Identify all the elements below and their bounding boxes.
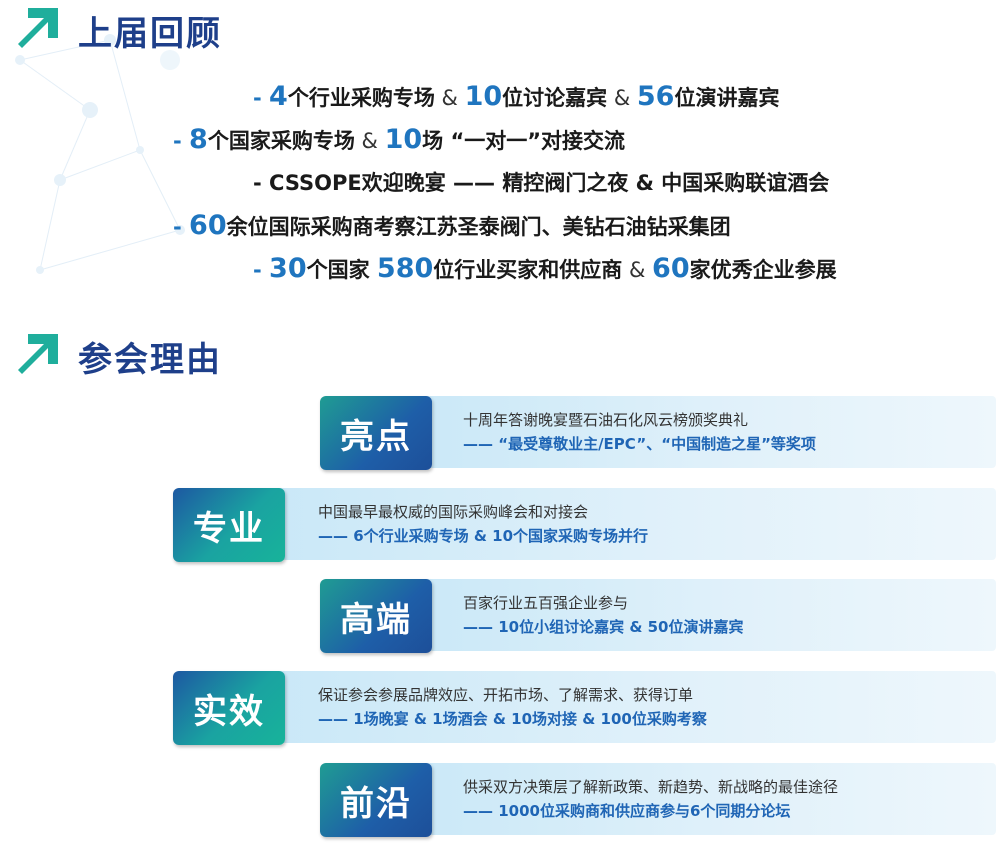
reason-text-professional: 中国最早最权威的国际采购峰会和对接会 —— 6个行业采购专场 & 10个国家采购… [318,500,648,548]
arrow-up-right-icon [18,334,58,374]
review-line-4: - 60余位国际采购商考察江苏圣泰阀门、美钻石油钻采集团 [173,211,731,242]
reason-text-effective: 保证参会参展品牌效应、开拓市场、了解需求、获得订单 —— 1场晚宴 & 1场酒会… [318,683,707,731]
reason-detail: —— 10位小组讨论嘉宾 & 50位演讲嘉宾 [463,618,744,636]
stat-number: 56 [636,81,675,112]
reason-bar-highlight [370,396,996,468]
ampersand: & [607,86,637,110]
reason-bar-highend [370,579,996,651]
background-network-decoration [15,34,185,274]
stat-number: 30 [269,253,307,284]
reason-description: 百家行业五百强企业参与 [463,594,629,612]
reason-detail: —— 6个行业采购专场 & 10个国家采购专场并行 [318,527,649,545]
stat-text: 位演讲嘉宾 [674,86,780,110]
reason-text-highlight: 十周年答谢晚宴暨石油石化风云榜颁奖典礼 —— “最受尊敬业主/EPC”、“中国制… [463,408,816,456]
stat-number: 60 [189,210,227,241]
arrow-up-right-icon [18,8,58,48]
stat-number: 4 [269,81,288,112]
reason-text-frontier: 供采双方决策层了解新政策、新趋势、新战略的最佳途径 —— 1000位采购商和供应… [463,775,838,823]
reason-detail: —— 1场晚宴 & 1场酒会 & 10场对接 & 100位采购考察 [318,710,707,728]
section-title-reasons: 参会理由 [78,340,222,380]
review-line-1: - 4个行业采购专场 & 10位讨论嘉宾 & 56位演讲嘉宾 [253,82,779,113]
reason-description: 中国最早最权威的国际采购峰会和对接会 [318,503,589,521]
stat-text: 余位国际采购商考察江苏圣泰阀门、美钻石油钻采集团 [226,215,731,239]
reason-detail: —— 1000位采购商和供应商参与6个同期分论坛 [463,802,791,820]
stat-number: 8 [189,124,208,155]
reason-badge-highlight: 亮点 [320,396,432,470]
reason-bar-frontier [370,763,996,835]
review-line-5: - 30个国家 580位行业买家和供应商 & 60家优秀企业参展 [253,254,837,285]
bullet-dash: - [173,215,190,239]
reason-detail: —— “最受尊敬业主/EPC”、“中国制造之星”等奖项 [463,435,816,453]
stat-text: - CSSOPE欢迎晚宴 —— 精控阀门之夜 & 中国采购联谊酒会 [253,171,830,195]
stat-number: 60 [652,253,690,284]
reason-description: 十周年答谢晚宴暨石油石化风云榜颁奖典礼 [463,411,749,429]
stat-text: 位讨论嘉宾 [502,86,608,110]
stat-text: 场 “一对一”对接交流 [422,129,626,153]
reason-badge-frontier: 前沿 [320,763,432,837]
review-line-3: - CSSOPE欢迎晚宴 —— 精控阀门之夜 & 中国采购联谊酒会 [253,168,829,198]
reason-bar-effective [223,671,996,743]
ampersand: & [354,129,385,153]
review-line-2: - 8个国家采购专场 & 10场 “一对一”对接交流 [173,125,625,156]
stat-number: 580 [376,253,434,284]
stat-text: 个行业采购专场 [287,86,435,110]
stat-text: 位行业买家和供应商 [433,258,623,282]
reason-description: 保证参会参展品牌效应、开拓市场、了解需求、获得订单 [318,686,694,704]
stat-text: 家优秀企业参展 [689,258,837,282]
reason-text-highend: 百家行业五百强企业参与 —— 10位小组讨论嘉宾 & 50位演讲嘉宾 [463,591,744,639]
section-title-review: 上届回顾 [78,14,222,54]
stat-text: 个国家采购专场 [207,129,355,153]
stat-number: 10 [384,124,423,155]
bullet-dash: - [253,258,270,282]
bullet-dash: - [173,129,190,153]
ampersand: & [622,258,653,282]
reason-badge-professional: 专业 [173,488,285,562]
ampersand: & [434,86,465,110]
stat-text: 个国家 [306,258,377,282]
reason-badge-effective: 实效 [173,671,285,745]
bullet-dash: - [253,86,270,110]
stat-number: 10 [464,81,503,112]
reason-badge-highend: 高端 [320,579,432,653]
reason-bar-professional [223,488,996,560]
reason-description: 供采双方决策层了解新政策、新趋势、新战略的最佳途径 [463,778,839,796]
